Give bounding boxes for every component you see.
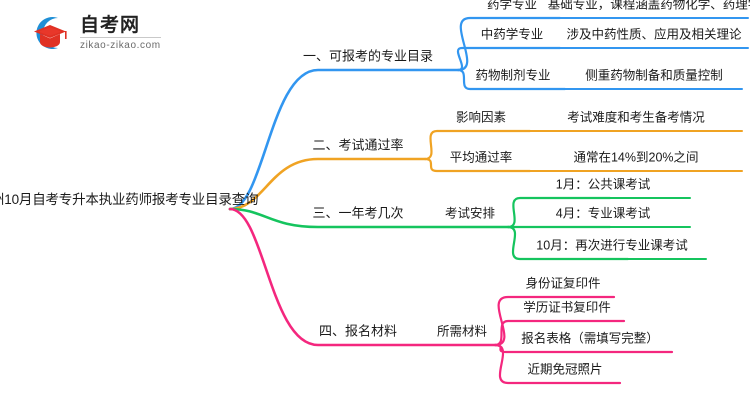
site-logo: 自考网 zikao-zikao.com [28,8,228,58]
graduation-cap-icon [28,11,72,55]
branch-1-subnode-1[interactable]: 药学专业 [486,0,538,12]
branch-1-detail-1[interactable]: 基础专业，课程涵盖药物化学、药理学 [547,0,750,12]
branch-1-detail-3[interactable]: 侧重药物制备和质量控制 [585,68,723,83]
branch-4-detail-2[interactable]: 学历证书复印件 [523,300,611,315]
branch-label-4[interactable]: 四、报名材料 [318,323,398,339]
branch-label-1[interactable]: 一、可报考的专业目录 [302,48,434,64]
logo-name-cn: 自考网 [80,16,161,38]
branch-2-detail-2[interactable]: 通常在14%到20%之间 [573,150,699,165]
branch-3-detail-1[interactable]: 1月：公共课考试 [555,177,651,192]
branch-1-subnode-2[interactable]: 中药学专业 [480,27,544,42]
mindmap-root-node[interactable]: 广州10月自考专升本执业药师报考专业目录查询 [0,192,259,208]
branch-1-subnode-3[interactable]: 药物制剂专业 [475,68,551,83]
branch-3-subnode-label[interactable]: 考试安排 [444,206,496,221]
branch-4-detail-4[interactable]: 近期免冠照片 [527,362,603,377]
branch-3-detail-3[interactable]: 10月：再次进行专业课考试 [536,238,688,253]
logo-name-en: zikao-zikao.com [80,39,161,51]
branch-3-detail-2[interactable]: 4月：专业课考试 [555,206,651,221]
branch-2-detail-1[interactable]: 考试难度和考生备考情况 [567,110,705,125]
branch-1-detail-2[interactable]: 涉及中药性质、应用及相关理论 [566,27,742,42]
branch-label-3[interactable]: 三、一年考几次 [312,205,404,221]
branch-4-subnode-label[interactable]: 所需材料 [436,324,488,339]
branch-2-subnode-2[interactable]: 平均通过率 [449,150,513,165]
branch-4-detail-3[interactable]: 报名表格（需填写完整） [521,331,659,346]
branch-4-detail-1[interactable]: 身份证复印件 [525,276,601,291]
branch-label-2[interactable]: 二、考试通过率 [312,137,404,153]
branch-2-subnode-1[interactable]: 影响因素 [455,110,507,125]
